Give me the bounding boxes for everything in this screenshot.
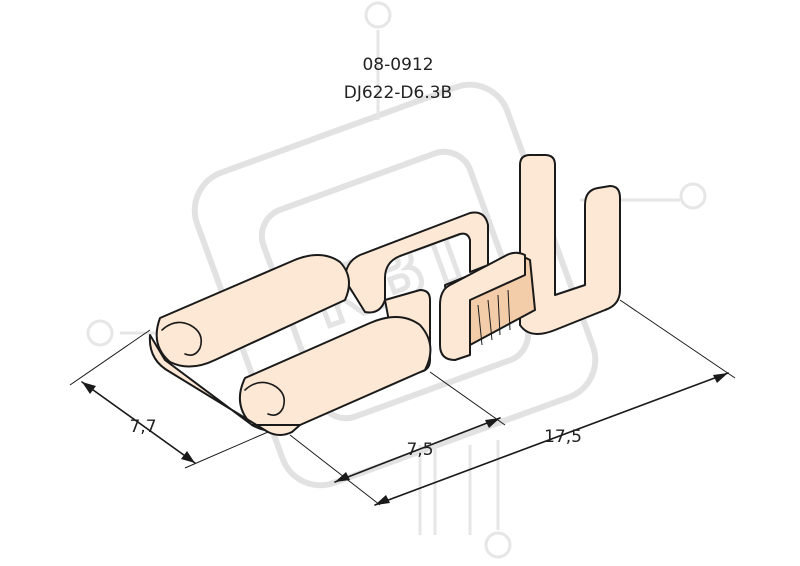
dimension-width: 7,7: [129, 417, 156, 437]
part-code: 08-0912: [362, 55, 433, 75]
dimension-lines: [69, 299, 736, 506]
terminal-body: [148, 154, 621, 436]
dimension-tab-length: 7,5: [406, 440, 433, 460]
dimension-total-length: 17,5: [544, 427, 582, 447]
model-number: DJ622-D6.3B: [344, 83, 452, 103]
